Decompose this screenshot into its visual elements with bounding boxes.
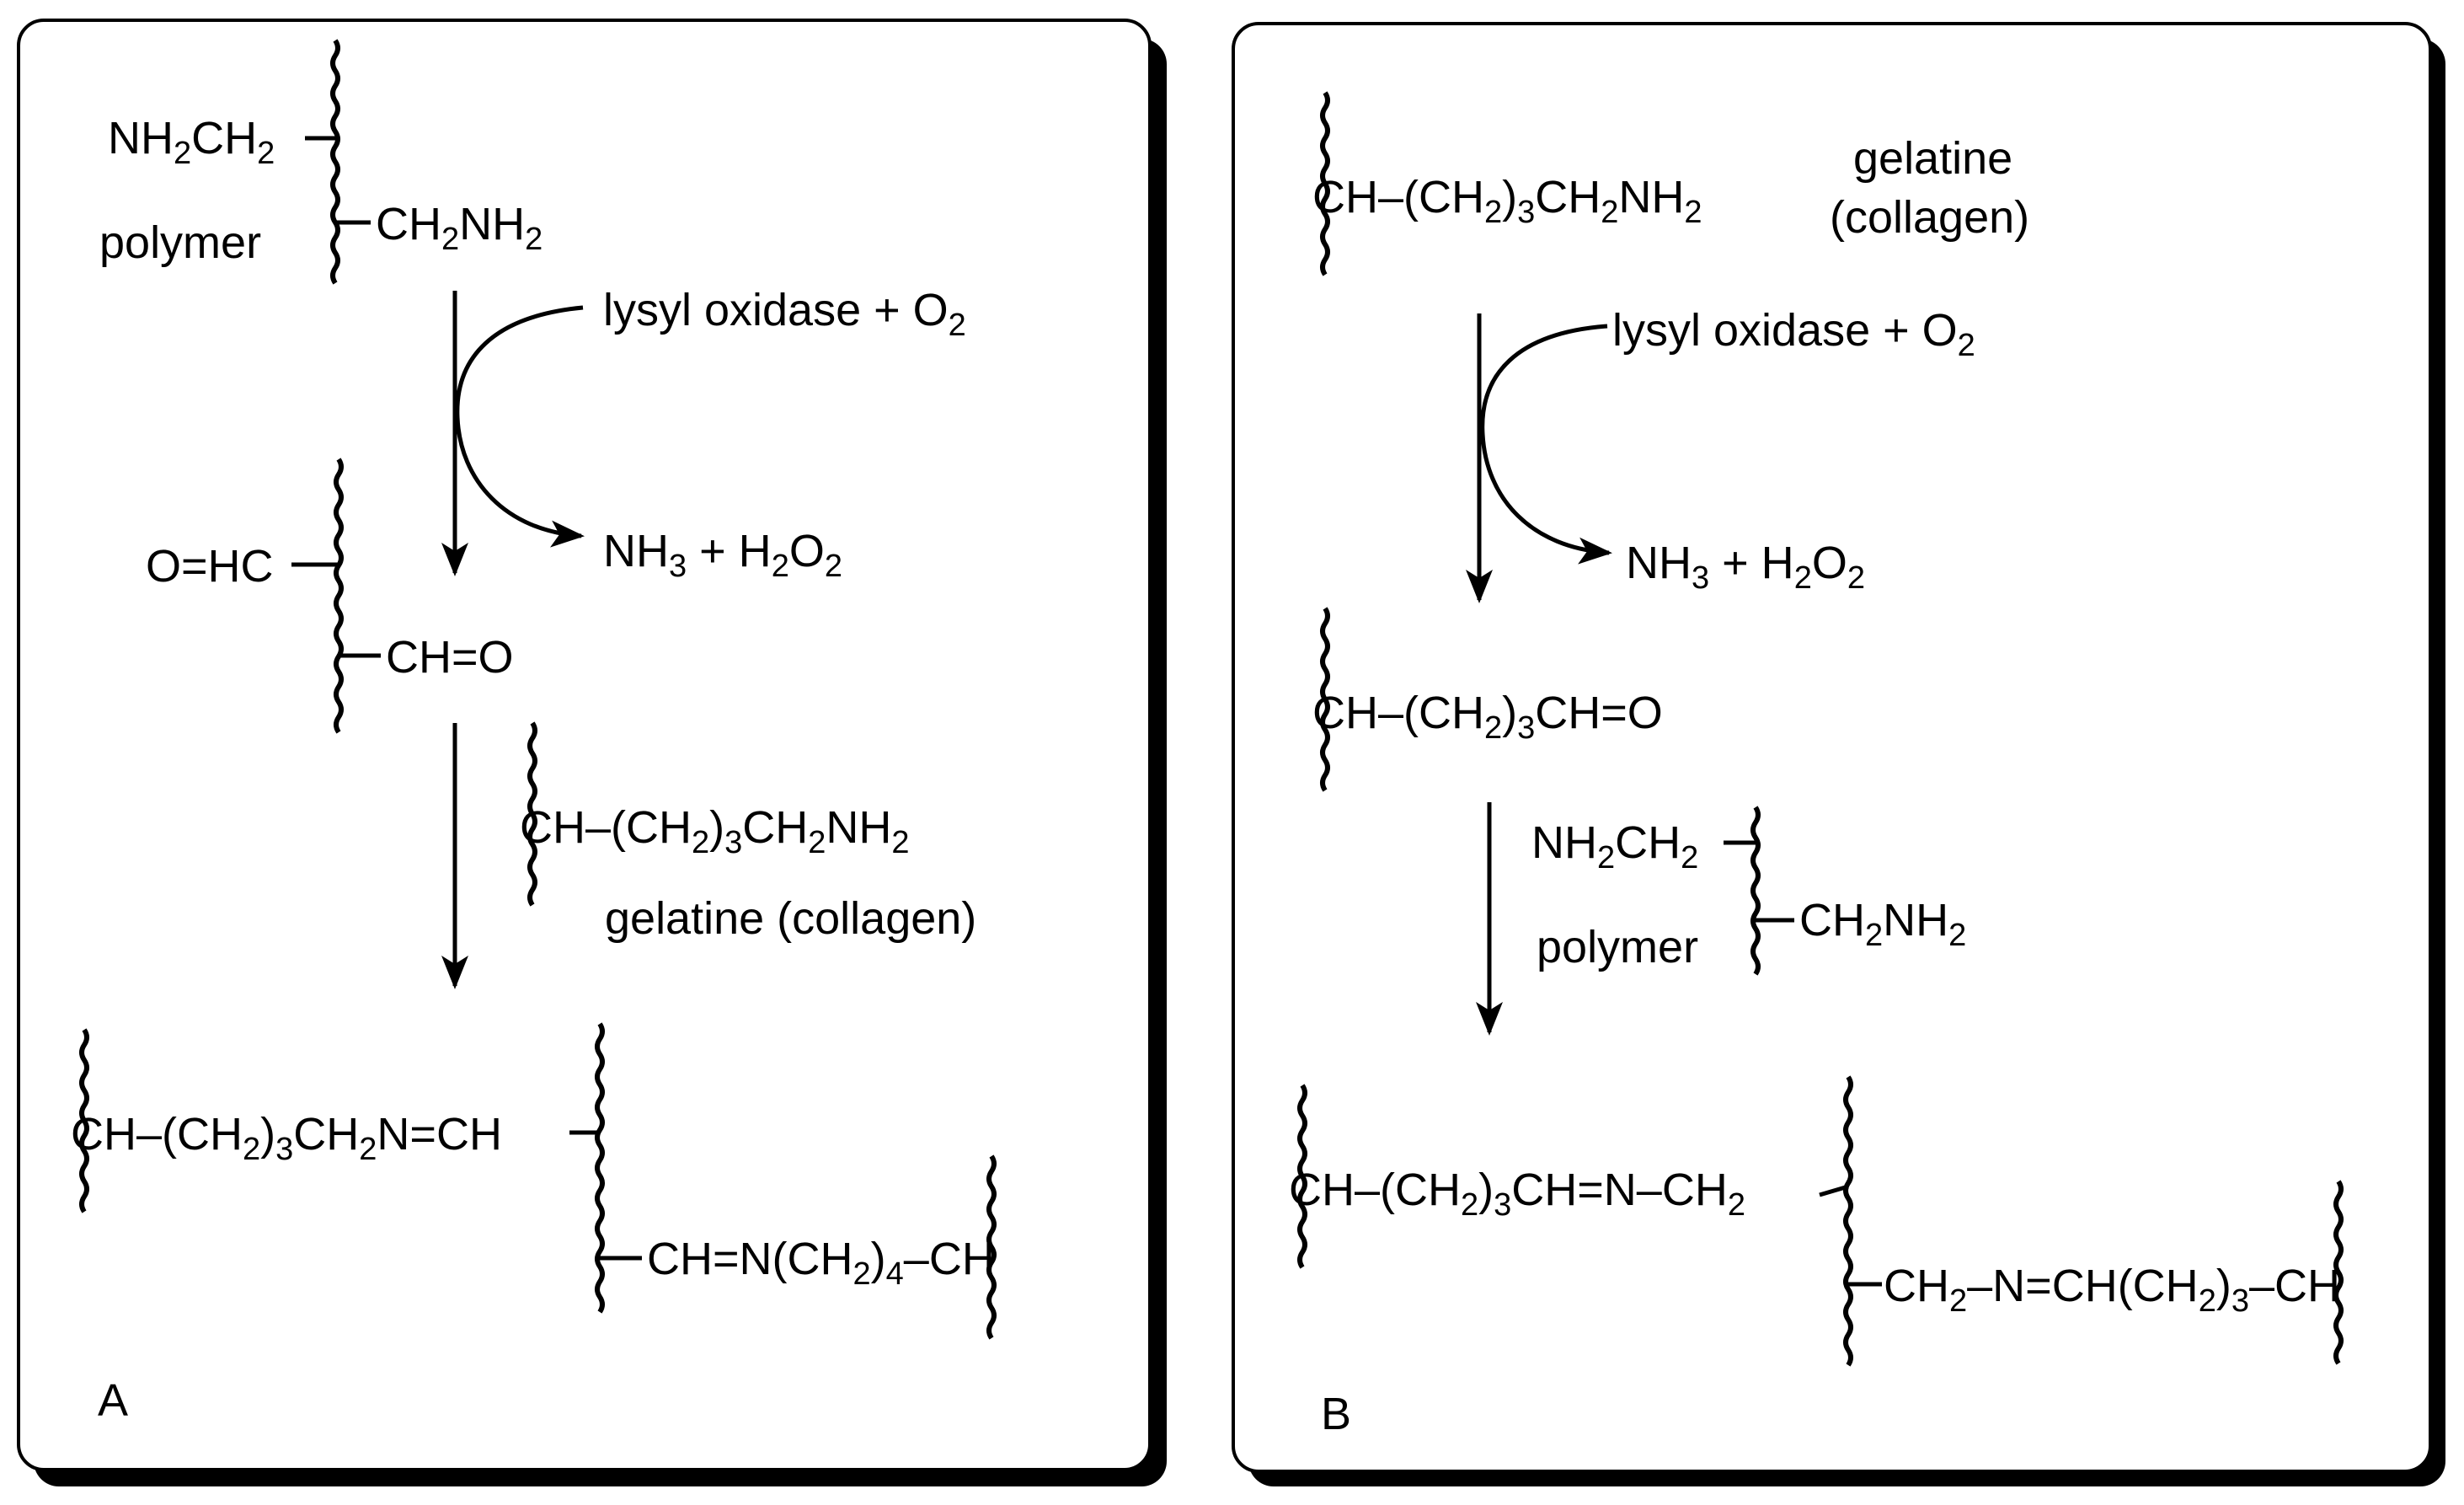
reagent-label: lysyl oxidase + O2	[603, 285, 966, 343]
polymer-right-group: CH2NH2	[376, 199, 543, 257]
byproduct-label: NH3 + H2O2	[1626, 538, 1865, 596]
product-bottom-chain: CH=N(CH2)4–CH	[647, 1234, 995, 1292]
collagen-backbone-wavy	[527, 721, 537, 907]
aldehyde-right-group: CH=O	[386, 632, 514, 683]
collagen-name-label: gelatine (collagen)	[605, 893, 976, 944]
polymer-name-label: polymer	[99, 217, 261, 268]
collagen-name-line-1: gelatine	[1853, 133, 2012, 184]
panel-a-aldehyde-polymer: O=HC CH=O	[146, 458, 514, 734]
panel-b-label: B	[1321, 1389, 1351, 1439]
panel-a-reactant-polymer: NH2CH2 CH2NH2 polymer	[99, 39, 543, 285]
polymer-backbone-wavy	[595, 1022, 605, 1314]
panel-a-frame	[17, 19, 1152, 1471]
polymer-backbone-wavy	[334, 458, 344, 734]
polymer-right-group: CH2NH2	[1799, 895, 1966, 953]
polymer-left-group: NH2CH2	[1531, 817, 1698, 876]
collagen-backbone-wavy	[1320, 91, 1330, 276]
collagen-formula: CH–(CH2)3CH2NH2	[520, 802, 910, 860]
panel-b-frame	[1232, 22, 2432, 1473]
reagent-label: lysyl oxidase + O2	[1612, 305, 1975, 363]
panel-b-polymer: NH2CH2 CH2NH2 polymer	[1531, 806, 1966, 976]
aldehyde-left-group: O=HC	[146, 541, 274, 592]
product-top-chain: CH–(CH2)3CH2N=CH	[71, 1109, 502, 1167]
collagen-backbone-wavy	[79, 1028, 89, 1213]
panel-a: NH2CH2 CH2NH2 polymer lysyl oxidase + O2…	[17, 19, 1167, 1486]
aldehyde-formula: CH–(CH2)3CH=O	[1312, 688, 1663, 746]
panel-a-collagen: CH–(CH2)3CH2NH2 gelatine (collagen)	[520, 721, 976, 944]
panel-b: CH–(CH2)3CH2NH2 gelatine (collagen) lysy…	[1232, 22, 2445, 1486]
product-top-chain: CH–(CH2)3CH=N–CH2	[1289, 1165, 1745, 1223]
polymer-backbone-wavy	[1750, 806, 1761, 976]
polymer-name-label: polymer	[1537, 922, 1698, 972]
byproduct-label: NH3 + H2O2	[603, 526, 842, 584]
collagen-backbone-wavy	[2333, 1180, 2344, 1365]
panel-a-product: CH–(CH2)3CH2N=CH CH=N(CH2)4–CH	[71, 1022, 997, 1340]
panel-b-aldehyde: CH–(CH2)3CH=O	[1312, 607, 1663, 792]
panel-a-label: A	[98, 1375, 128, 1426]
panel-b-product: CH–(CH2)3CH=N–CH2 CH2–N=CH(CH2)3–CH	[1289, 1075, 2344, 1367]
collagen-name-line-2: (collagen)	[1830, 192, 2029, 243]
curved-arrow-step-1	[455, 305, 585, 548]
collagen-backbone-wavy	[1320, 607, 1330, 792]
polymer-backbone-wavy	[330, 39, 340, 285]
polymer-backbone-wavy	[1843, 1075, 1853, 1367]
collagen-backbone-wavy	[1297, 1084, 1307, 1269]
product-bottom-chain: CH2–N=CH(CH2)3–CH	[1884, 1261, 2340, 1319]
curved-arrow-step-1	[1480, 324, 1612, 565]
collagen-backbone-wavy	[986, 1154, 997, 1340]
panel-b-collagen: CH–(CH2)3CH2NH2 gelatine (collagen)	[1312, 91, 2029, 276]
polymer-left-group: NH2CH2	[108, 113, 275, 171]
collagen-formula: CH–(CH2)3CH2NH2	[1312, 172, 1702, 230]
